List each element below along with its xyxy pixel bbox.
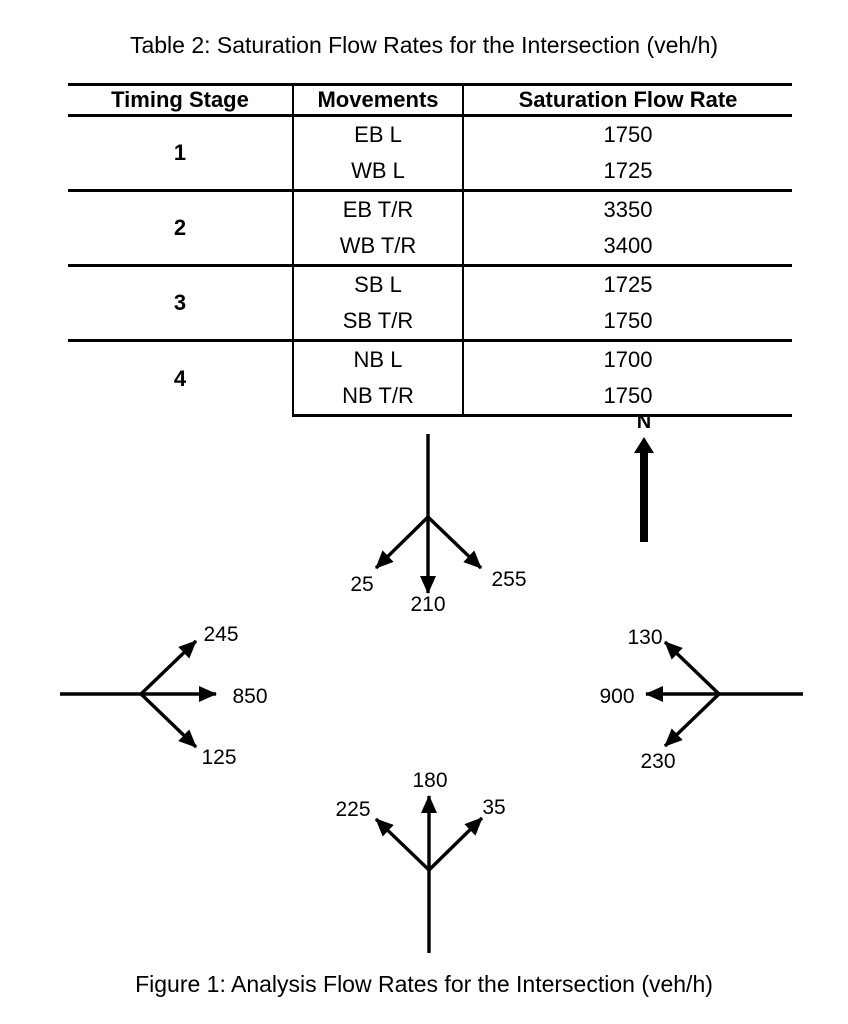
nb-right-turn-arrow <box>427 816 484 872</box>
nb-through-volume: 180 <box>412 769 447 792</box>
eb-left-turn-volume: 245 <box>203 623 238 646</box>
eb-through-volume: 850 <box>232 685 267 708</box>
rate-cell: 3400 <box>603 233 653 258</box>
sb-right-turn-arrow <box>374 515 430 570</box>
table-row: WB L 1725 <box>68 153 792 191</box>
eb-left-turn-arrow <box>139 639 198 696</box>
movement-cell: WB T/R <box>292 228 464 266</box>
figure-caption: Figure 1: Analysis Flow Rates for the In… <box>135 971 713 997</box>
table-row: 1 EB L 1750 <box>68 114 792 191</box>
rate-cell: 1700 <box>463 339 792 378</box>
westbound-approach: 130 900 230 <box>599 626 803 773</box>
northbound-approach: 180 225 35 <box>335 769 506 953</box>
rate-cell: 1750 <box>603 308 653 333</box>
nb-left-turn-volume: 225 <box>335 798 370 821</box>
wb-left-turn-volume: 230 <box>640 750 675 773</box>
north-arrow: N <box>634 411 654 542</box>
movement-cell: EB T/R <box>292 189 464 228</box>
table-header-row: Timing Stage Movements Saturation Flow R… <box>68 83 792 117</box>
rate-cell: 3350 <box>463 189 792 228</box>
table-row: 3 SB L 1725 <box>68 264 792 341</box>
movement-cell: NB T/R <box>292 378 464 417</box>
header-timing-stage: Timing Stage <box>68 83 293 117</box>
eb-right-turn-volume: 125 <box>201 746 236 769</box>
table-title: Table 2: Saturation Flow Rates for the I… <box>129 32 719 58</box>
stage-number: 3 <box>68 264 293 341</box>
eastbound-approach: 245 850 125 <box>60 623 268 769</box>
wb-right-turn-volume: 130 <box>627 626 662 649</box>
rate-cell: 1725 <box>603 158 653 183</box>
table-row: 2 EB T/R 3350 <box>68 189 792 266</box>
movement-cell: WB L <box>292 153 464 191</box>
rate-cell: 1750 <box>463 114 792 153</box>
southbound-approach: 25 210 255 <box>350 434 527 616</box>
north-arrowhead-icon <box>634 437 654 453</box>
nb-right-turn-volume: 35 <box>482 796 505 819</box>
table-row: NB T/R 1750 <box>68 378 792 417</box>
movement-cell: SB L <box>292 264 464 303</box>
header-saturation-flow-rate: Saturation Flow Rate <box>463 83 792 117</box>
table-row: SB T/R 1750 <box>68 303 792 341</box>
table-row: WB T/R 3400 <box>68 228 792 266</box>
intersection-flow-diagram: N 25 210 255 245 850 125 <box>60 411 803 953</box>
stage-number: 2 <box>68 189 293 266</box>
eb-right-turn-arrow <box>139 692 198 749</box>
rate-cell: 1750 <box>463 378 792 417</box>
sb-through-volume: 210 <box>410 593 445 616</box>
movement-cell: EB L <box>292 114 464 153</box>
sb-left-turn-arrow <box>426 515 483 570</box>
sb-right-turn-volume: 25 <box>350 573 373 596</box>
saturation-flow-table: Timing Stage Movements Saturation Flow R… <box>68 83 792 417</box>
wb-right-turn-arrow <box>663 640 721 696</box>
movement-cell: SB T/R <box>292 303 464 341</box>
nb-left-turn-arrow <box>374 817 431 872</box>
wb-left-turn-arrow <box>663 692 721 748</box>
stage-number: 4 <box>68 339 293 416</box>
rate-cell: 1725 <box>463 264 792 303</box>
header-movements: Movements <box>292 83 464 117</box>
north-label: N <box>637 411 651 433</box>
sb-left-turn-volume: 255 <box>491 568 526 591</box>
movement-cell: NB L <box>292 339 464 378</box>
wb-through-volume: 900 <box>599 685 634 708</box>
stage-number: 1 <box>68 114 293 191</box>
table-row: 4 NB L 1700 <box>68 339 792 416</box>
